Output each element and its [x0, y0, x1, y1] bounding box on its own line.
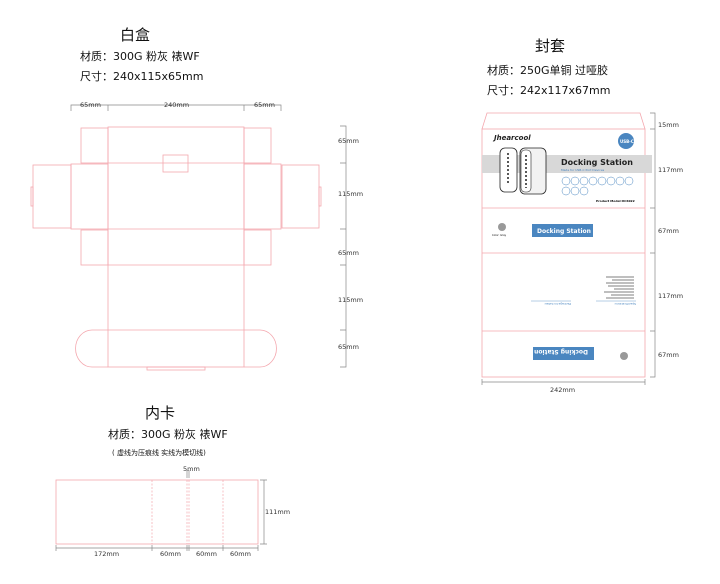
dim-label: 67mm [658, 227, 679, 235]
dim-label: 65mm [338, 343, 359, 351]
dim-label: 242mm [550, 386, 575, 394]
sleeve-dieline: Jhearcool USB-C Docking Station Made for… [481, 112, 652, 378]
dim-label: 65mm [80, 101, 101, 109]
dim-label: 60mm [160, 550, 181, 558]
dim-label: 5mm [183, 465, 200, 473]
dim-label: 115mm [338, 296, 363, 304]
brand-logo: Jhearcool [492, 134, 531, 142]
product-image [499, 147, 547, 195]
dim-label: 60mm [196, 550, 217, 558]
feature-icons [561, 176, 634, 196]
dim-label: 240mm [164, 101, 189, 109]
color-swatch [498, 223, 506, 231]
side-label-box [532, 224, 593, 237]
white-box-dimensions: 65mm 240mm 65mm 65mm 115mm 65mm 115mm 65… [70, 101, 363, 368]
dim-label: 172mm [94, 550, 119, 558]
white-box-dieline [30, 126, 322, 371]
inner-card-title: 内卡 [145, 404, 176, 422]
sleeve-material: 材质：250G单铜 过哑胶 [487, 64, 609, 77]
badge-text: USB-C [620, 139, 634, 144]
white-box-material: 材质：300G 粉灰 裱WF [80, 50, 200, 63]
product-title: Docking Station [561, 158, 633, 167]
spec-heading: Specifications: [614, 302, 636, 306]
sleeve-title: 封套 [535, 37, 566, 55]
inner-card-dimensions: 5mm 111mm 172mm 60mm 60mm 60mm [55, 465, 290, 558]
dim-label: 65mm [338, 137, 359, 145]
dim-label: 117mm [658, 292, 683, 300]
white-box-size: 尺寸：240x115x65mm [80, 70, 204, 83]
side-label-flipped: Docking Station [534, 348, 588, 355]
dim-label: 65mm [254, 101, 275, 109]
side-label-box-flipped [533, 347, 594, 360]
inner-card-material: 材质：300G 粉灰 裱WF [108, 428, 228, 441]
dim-label: 65mm [338, 249, 359, 257]
sleeve-dimensions: 15mm 117mm 67mm 117mm 67mm 242mm [481, 112, 683, 394]
dim-label: 67mm [658, 351, 679, 359]
dim-label: 60mm [230, 550, 251, 558]
color-label: Color: Gray [492, 233, 507, 237]
spec-lines [604, 276, 634, 299]
product-model: Product Model:UC6022 [596, 199, 635, 203]
color-swatch-flipped [620, 352, 628, 360]
white-box-title: 白盒 [120, 26, 151, 44]
dim-label: 15mm [658, 121, 679, 129]
side-label: Docking Station [537, 228, 591, 235]
product-subtitle: Made for USB-C Port Devices [561, 168, 605, 172]
inner-card-note: ( 虚线为压痕线 实线为模切线) [112, 449, 206, 457]
sleeve-size: 尺寸：242x117x67mm [487, 84, 611, 97]
usb-c-badge [618, 133, 634, 149]
back-panel-upside-down: Specifications: Package Includes: [531, 276, 636, 306]
dim-label: 115mm [338, 190, 363, 198]
package-heading: Package Includes: [544, 302, 571, 306]
dim-label: 117mm [658, 166, 683, 174]
dim-label: 111mm [265, 508, 290, 516]
inner-card-dieline [55, 479, 259, 545]
